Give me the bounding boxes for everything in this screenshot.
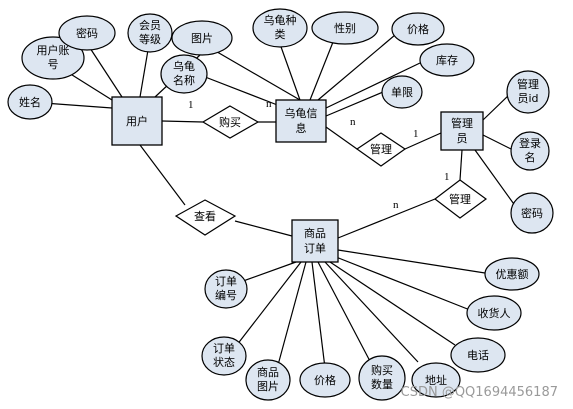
attr-login-name-label-line2: 名 (525, 150, 536, 164)
attr-name: 姓名 (7, 84, 53, 120)
attr-admin-id-label-line1: 管理 (517, 77, 539, 91)
relationship-manage-turtle: 管理 (355, 132, 407, 167)
entity-turtle-info-label-line2: 息 (296, 121, 307, 135)
attr-order-no-label-line1: 订单 (215, 275, 237, 288)
attr-member-level-label-line1: 会员 (139, 19, 161, 32)
entity-order-label-line1: 商品 (304, 226, 326, 240)
attr-stock-label: 库存 (436, 53, 458, 67)
attr-image-label: 图片 (191, 32, 213, 45)
relationship-view-label: 查看 (194, 209, 216, 223)
attr-order-status: 订单 状态 (201, 336, 247, 376)
attr-turtle-name-label-line1: 乌龟 (173, 59, 195, 73)
attr-turtle-name-label-line2: 名称 (173, 73, 195, 87)
attr-unit-price-label: 单限 (391, 86, 413, 99)
attr-order-status-label-line1: 订单 (213, 342, 235, 355)
attr-address: 地址 (411, 362, 461, 398)
entity-admin: 管理 员 (440, 111, 484, 151)
attr-login-name-label-line1: 登录 (519, 136, 541, 150)
attr-admin-id: 管理 员id (506, 70, 550, 114)
attr-user-password: 密码 (58, 15, 116, 51)
attr-receiver: 收货人 (466, 295, 522, 331)
attr-user-password-label: 密码 (76, 26, 98, 40)
entity-order-label-line2: 订单 (304, 242, 326, 255)
attr-order-no-label-line2: 编号 (215, 288, 237, 302)
attr-order-no: 订单 编号 (204, 269, 248, 309)
cardinality-buy-turtle: n (266, 98, 272, 110)
attr-stock: 库存 (419, 43, 475, 77)
entity-turtle-info: 乌龟信 息 (275, 99, 327, 143)
entity-user-label: 用户 (126, 114, 148, 128)
attr-member-level: 会员 等级 (127, 13, 173, 53)
attr-receiver-label: 收货人 (478, 306, 511, 320)
relationship-manage-order-label: 管理 (449, 192, 471, 206)
entity-admin-label-line1: 管理 (451, 116, 473, 130)
attr-goods-image-label-line2: 图片 (257, 380, 279, 393)
cardinality-manage-order-n: n (393, 199, 399, 211)
attr-phone-label: 电话 (467, 349, 489, 362)
attr-admin-password: 密码 (510, 192, 554, 234)
attr-turtle-type-label-line2: 类 (275, 27, 286, 41)
attr-admin-password-label: 密码 (521, 206, 543, 220)
attr-unit-price: 单限 (381, 75, 423, 109)
cardinality-buy-user: 1 (188, 99, 194, 111)
cardinality-manage-admin-1: 1 (413, 128, 419, 140)
attr-discount-label: 优惠额 (496, 267, 529, 281)
attr-image: 图片 (171, 20, 233, 56)
entity-user: 用户 (111, 96, 163, 146)
attr-turtle-type-label-line1: 乌龟种 (264, 13, 297, 27)
attr-order-price-label: 价格 (314, 373, 336, 387)
attr-goods-image: 商品 图片 (245, 359, 291, 401)
relationship-view: 查看 (174, 199, 237, 236)
attr-user-account: 用户账 号 (21, 36, 85, 80)
attr-address-label: 地址 (425, 373, 447, 387)
attr-price: 价格 (391, 12, 445, 46)
attr-order-status-label-line2: 状态 (213, 355, 235, 369)
attr-discount: 优惠额 (484, 257, 540, 291)
attr-order-price: 价格 (299, 362, 351, 398)
relationship-buy: 购买 (201, 105, 260, 139)
attr-user-account-label-line1: 用户账 (37, 43, 70, 57)
attr-gender-label: 性别 (334, 21, 356, 35)
attr-goods-image-label-line1: 商品 (257, 365, 279, 379)
attr-quantity-label-line2: 数量 (371, 378, 393, 391)
attr-quantity-label-line1: 购买 (371, 363, 393, 377)
relationship-manage-order: 管理 (434, 179, 488, 219)
attr-user-account-label-line2: 号 (48, 58, 59, 71)
entity-order: 商品 订单 (291, 219, 339, 263)
attr-turtle-type: 乌龟种 类 (252, 8, 308, 48)
attr-name-label: 姓名 (19, 95, 41, 109)
attr-admin-id-label-line2: 员id (517, 92, 538, 105)
entity-admin-label-line2: 员 (457, 132, 468, 145)
relationship-buy-label: 购买 (219, 115, 241, 129)
attr-gender: 性别 (311, 11, 379, 45)
attr-turtle-name: 乌龟 名称 (160, 54, 208, 94)
cardinality-manage-order-1: 1 (444, 171, 450, 183)
watermark: CSDN @QQ1694456187 (401, 385, 558, 400)
relationship-manage-turtle-label: 管理 (370, 142, 392, 156)
attr-quantity: 购买 数量 (358, 355, 406, 401)
attr-price-label: 价格 (407, 22, 429, 36)
entity-turtle-info-label-line1: 乌龟信 (285, 106, 318, 120)
attr-phone: 电话 (450, 337, 506, 373)
cardinality-manage-turtle-n: n (350, 116, 356, 128)
attr-member-level-label-line2: 等级 (139, 32, 161, 46)
attr-login-name: 登录 名 (510, 131, 550, 171)
